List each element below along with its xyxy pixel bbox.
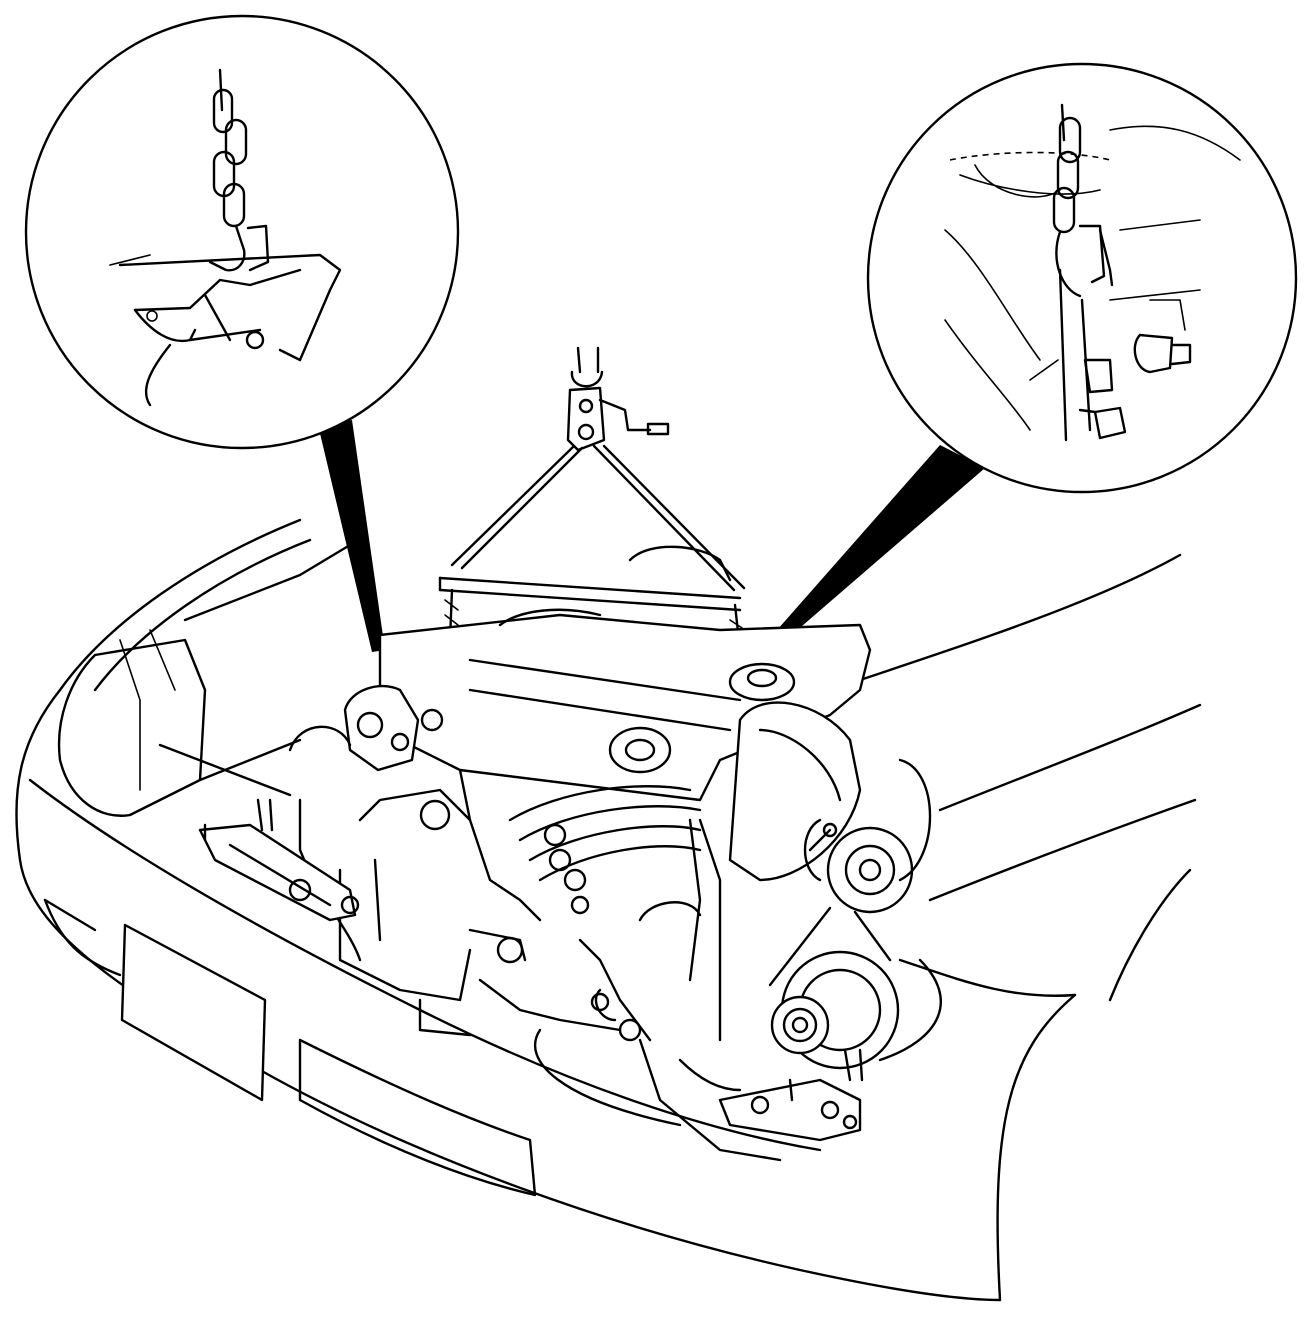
right-detail-circle [866,62,1298,494]
engine-hoist-sling [438,346,746,652]
left-callout-pointer [318,420,385,652]
engine-block [198,545,932,1162]
left-detail-circle [24,14,460,450]
chain-hook-at-head-bracket-icon [944,103,1241,442]
right-callout-pointer [770,445,985,645]
chain-hook-at-bracket-icon [109,68,342,407]
